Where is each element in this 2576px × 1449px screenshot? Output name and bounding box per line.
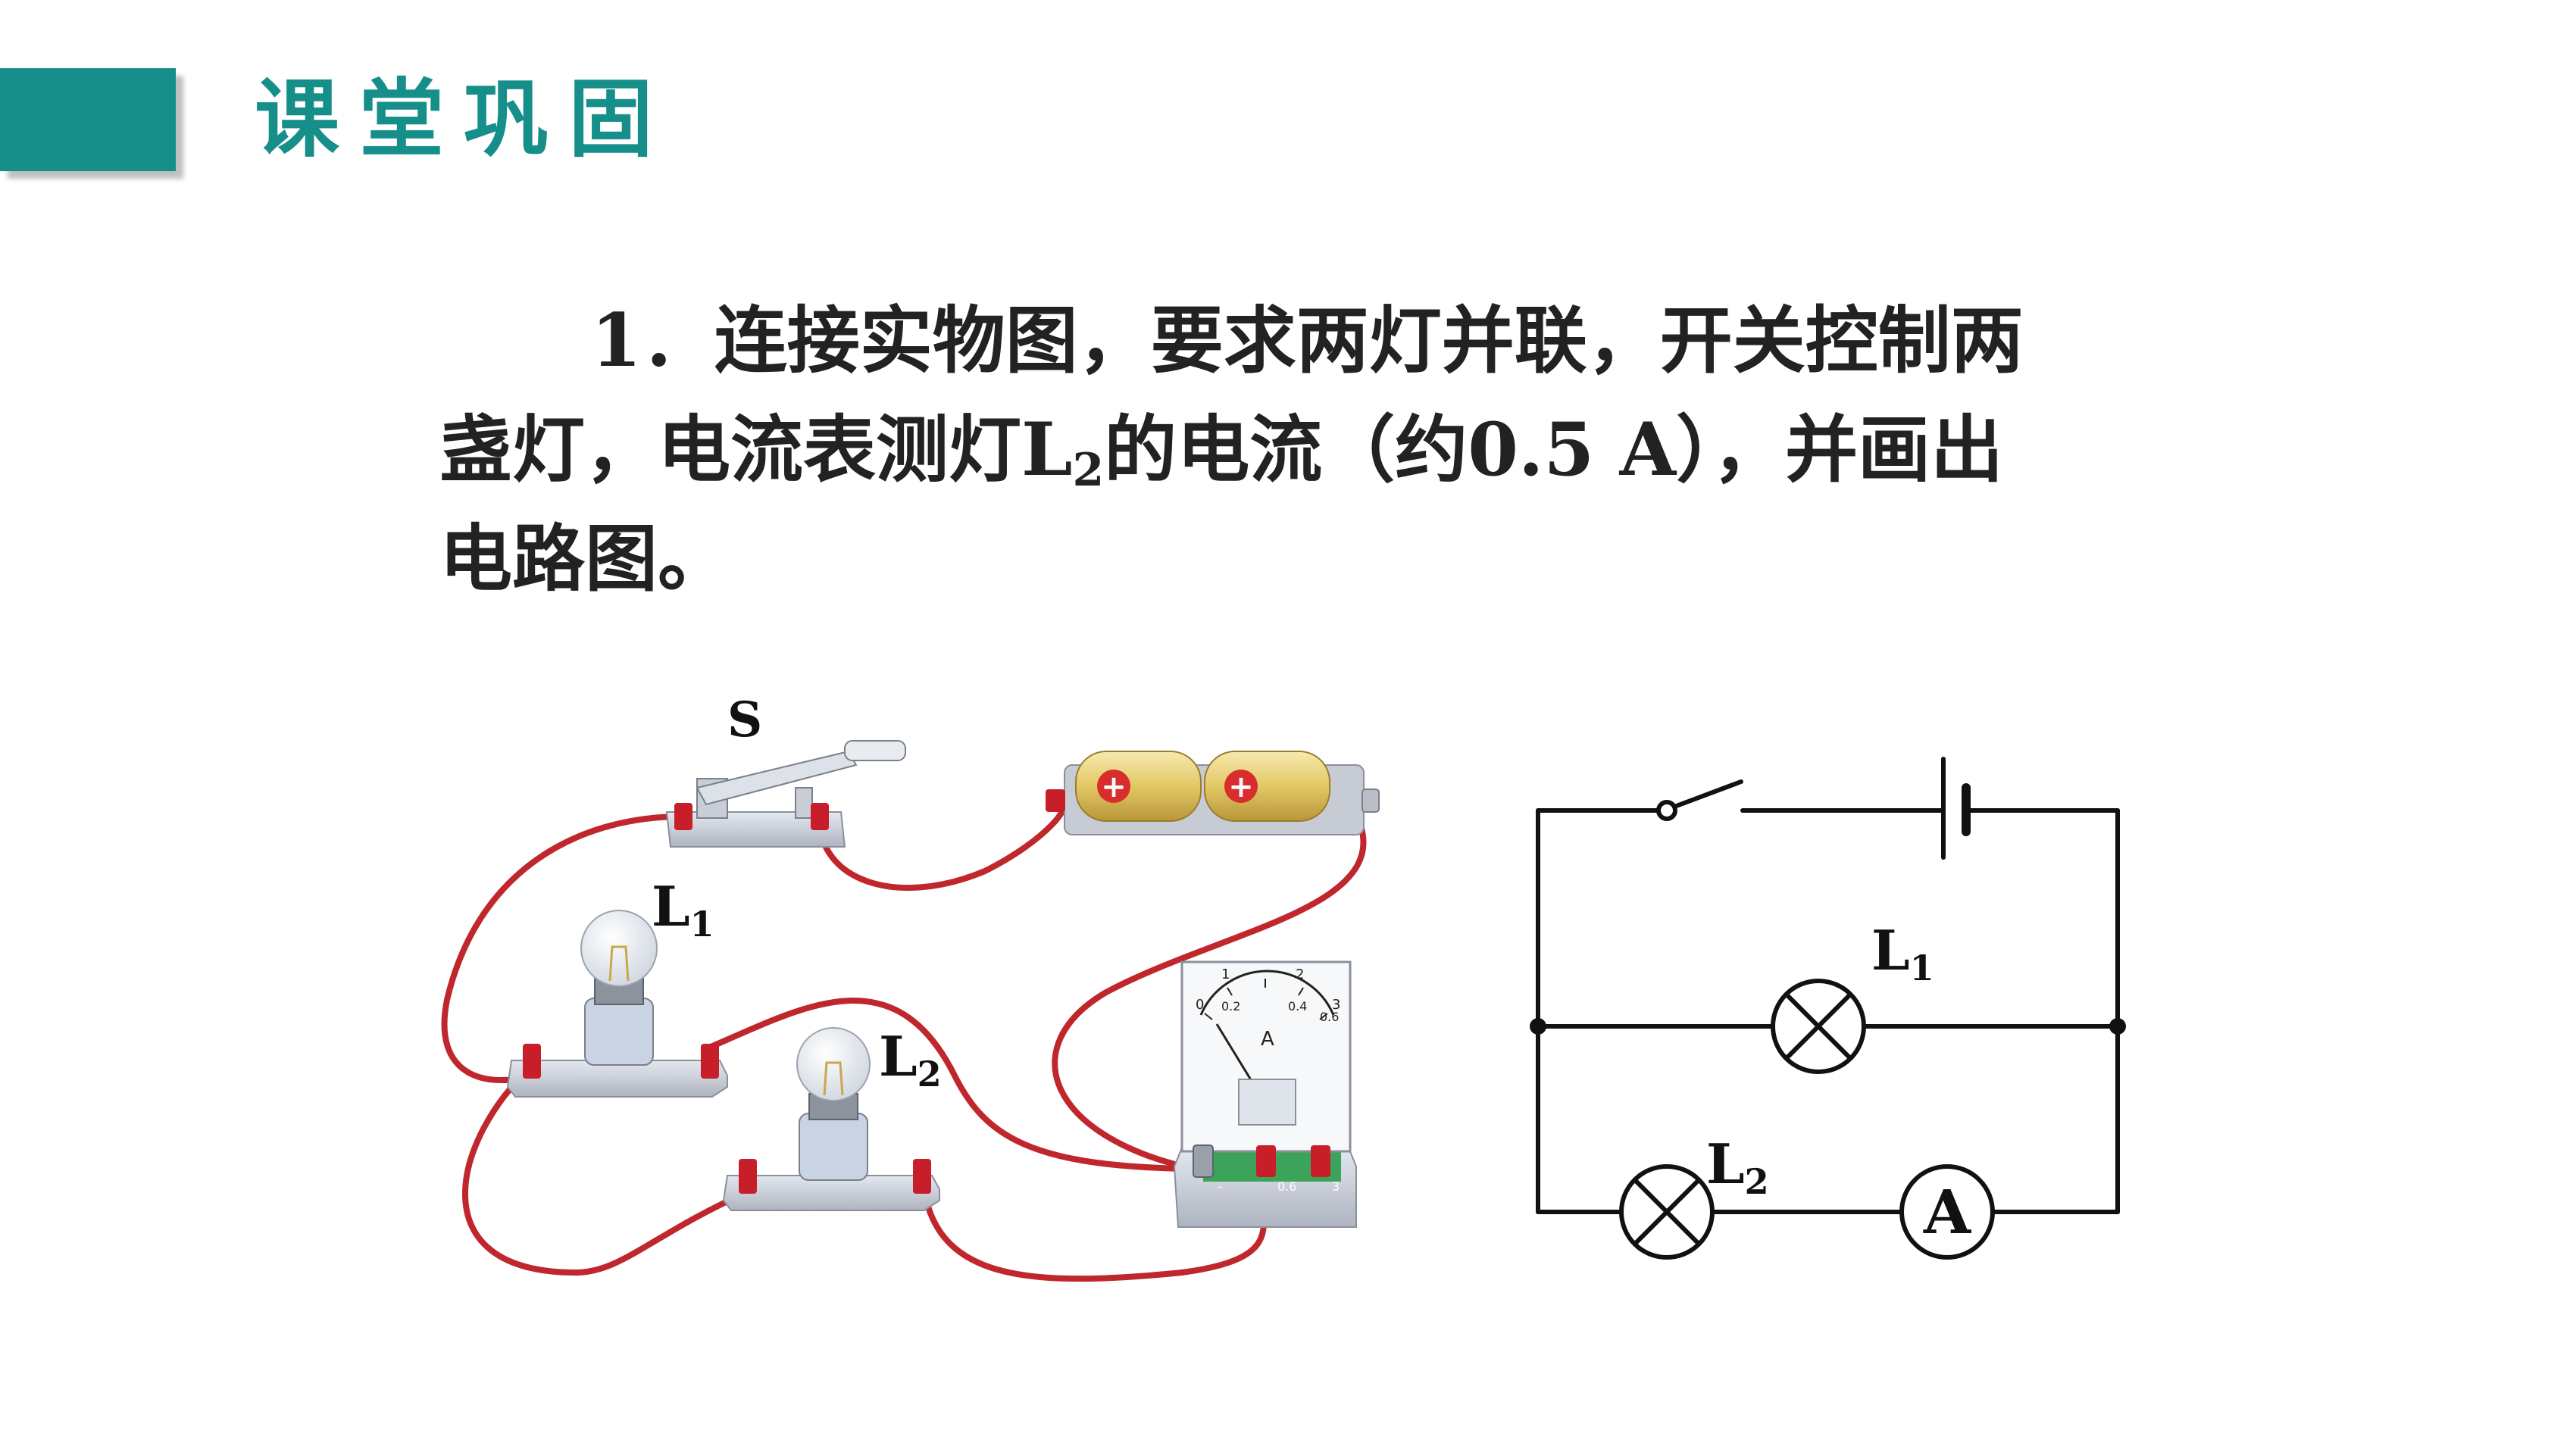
question-text: 1．连接实物图，要求两灯并联，开关控制两 盏灯，电流表测灯L2的电流（约0.5 … (439, 286, 2091, 614)
ammeter-symbol (1899, 1164, 1995, 1260)
circuit-photo: S + + L1 L2 (441, 692, 1380, 1282)
lamp1 (506, 910, 728, 1098)
lamp2-terminal-left (739, 1159, 757, 1194)
ammeter-scale-top-0: 0 (1196, 997, 1204, 1013)
battery-terminal-right (1361, 789, 1380, 813)
ammeter-letter: A (1261, 1028, 1274, 1051)
battery-box: + + (1046, 751, 1380, 835)
photo-lamp1-subscript: 1 (690, 904, 714, 945)
ammeter-terminal-3-label: 3 (1332, 1179, 1340, 1194)
wire-lamp1-to-lamp2 (462, 1063, 753, 1276)
circuit-diagram: A L1 L2 (1530, 757, 2126, 1260)
switch-terminal-right (811, 803, 829, 830)
question-line-2-subscript: 2 (1072, 444, 1105, 497)
photo-lamp2-subscript: 2 (918, 1054, 942, 1095)
question-line-2: 盏灯，电流表测灯L2的电流（约0.5 A），并画出 (439, 395, 2091, 504)
schematic-lamp2-letter: L (1706, 1132, 1745, 1196)
ammeter-terminal-3 (1311, 1145, 1330, 1177)
title-accent-bar (0, 68, 176, 171)
schematic-lamp1-letter: L (1871, 918, 1910, 982)
ammeter: 0 1 2 3 0.2 0.4 0.6 A - 0.6 3 (1173, 960, 1357, 1228)
ammeter-scale-top-2: 2 (1296, 967, 1304, 982)
junction-right (2109, 1018, 2126, 1035)
wire-switch-to-lamp1 (441, 814, 681, 1084)
ammeter-scale-bottom-1: 0.2 (1221, 999, 1240, 1013)
question-line-2-start: 盏灯，电流表测灯L (439, 407, 1073, 492)
knife-switch (665, 740, 906, 848)
schematic-lamp2-label: L2 (1706, 1132, 1769, 1202)
switch-blade (1672, 779, 1743, 809)
ammeter-terminal-0-6-label: 0.6 (1277, 1179, 1296, 1194)
question-line-2-end: 的电流（约0.5 A），并画出 (1104, 407, 2004, 492)
schematic-lamp2-subscript: 2 (1745, 1161, 1769, 1202)
battery-terminal-left (1046, 789, 1065, 812)
battery-plus-2: + (1228, 770, 1254, 804)
ammeter-scale-bottom-3: 0.6 (1320, 1010, 1339, 1024)
lamp2-terminal-right (913, 1159, 931, 1194)
wire-switch-to-battery (816, 800, 1067, 891)
wire-battery-to-ammeter (1052, 823, 1367, 1172)
ammeter-terminal-neg-label: - (1218, 1179, 1223, 1194)
ammeter-scale-top-1: 1 (1221, 967, 1230, 982)
ammeter-scale-top-3: 3 (1332, 997, 1340, 1013)
ammeter-ticks (1204, 979, 1328, 1020)
junction-left (1530, 1018, 1546, 1035)
schematic-lamp1-label: L1 (1871, 918, 1934, 988)
wires (441, 800, 1367, 1282)
switch-terminal-left (674, 803, 692, 830)
ammeter-scale-bottom-2: 0.4 (1288, 999, 1307, 1013)
page-title: 课堂巩固 (255, 70, 673, 169)
wire-lamp1-to-ammeter (708, 998, 1193, 1172)
photo-lamp2-letter: L (879, 1024, 918, 1088)
question-line-1: 1．连接实物图，要求两灯并联，开关控制两 (591, 298, 2024, 383)
question-line-3: 电路图。 (439, 516, 730, 601)
battery-plus-1: + (1101, 770, 1127, 804)
photo-lamp1-label: L1 (652, 874, 714, 945)
schematic-lamp1-subscript: 1 (1910, 948, 1934, 988)
photo-lamp2-label: L2 (879, 1024, 942, 1095)
lamp1-terminal-right (701, 1044, 719, 1079)
schematic-meter-letter: A (1923, 1176, 1971, 1248)
ammeter-terminal-0-6 (1256, 1145, 1276, 1177)
lamp1-terminal-left (523, 1044, 541, 1079)
switch-pivot (1656, 800, 1677, 821)
photo-lamp1-letter: L (652, 874, 690, 938)
ammeter-terminal-neg (1193, 1145, 1214, 1178)
lamp2 (722, 1027, 940, 1211)
switch-label: S (727, 692, 762, 748)
